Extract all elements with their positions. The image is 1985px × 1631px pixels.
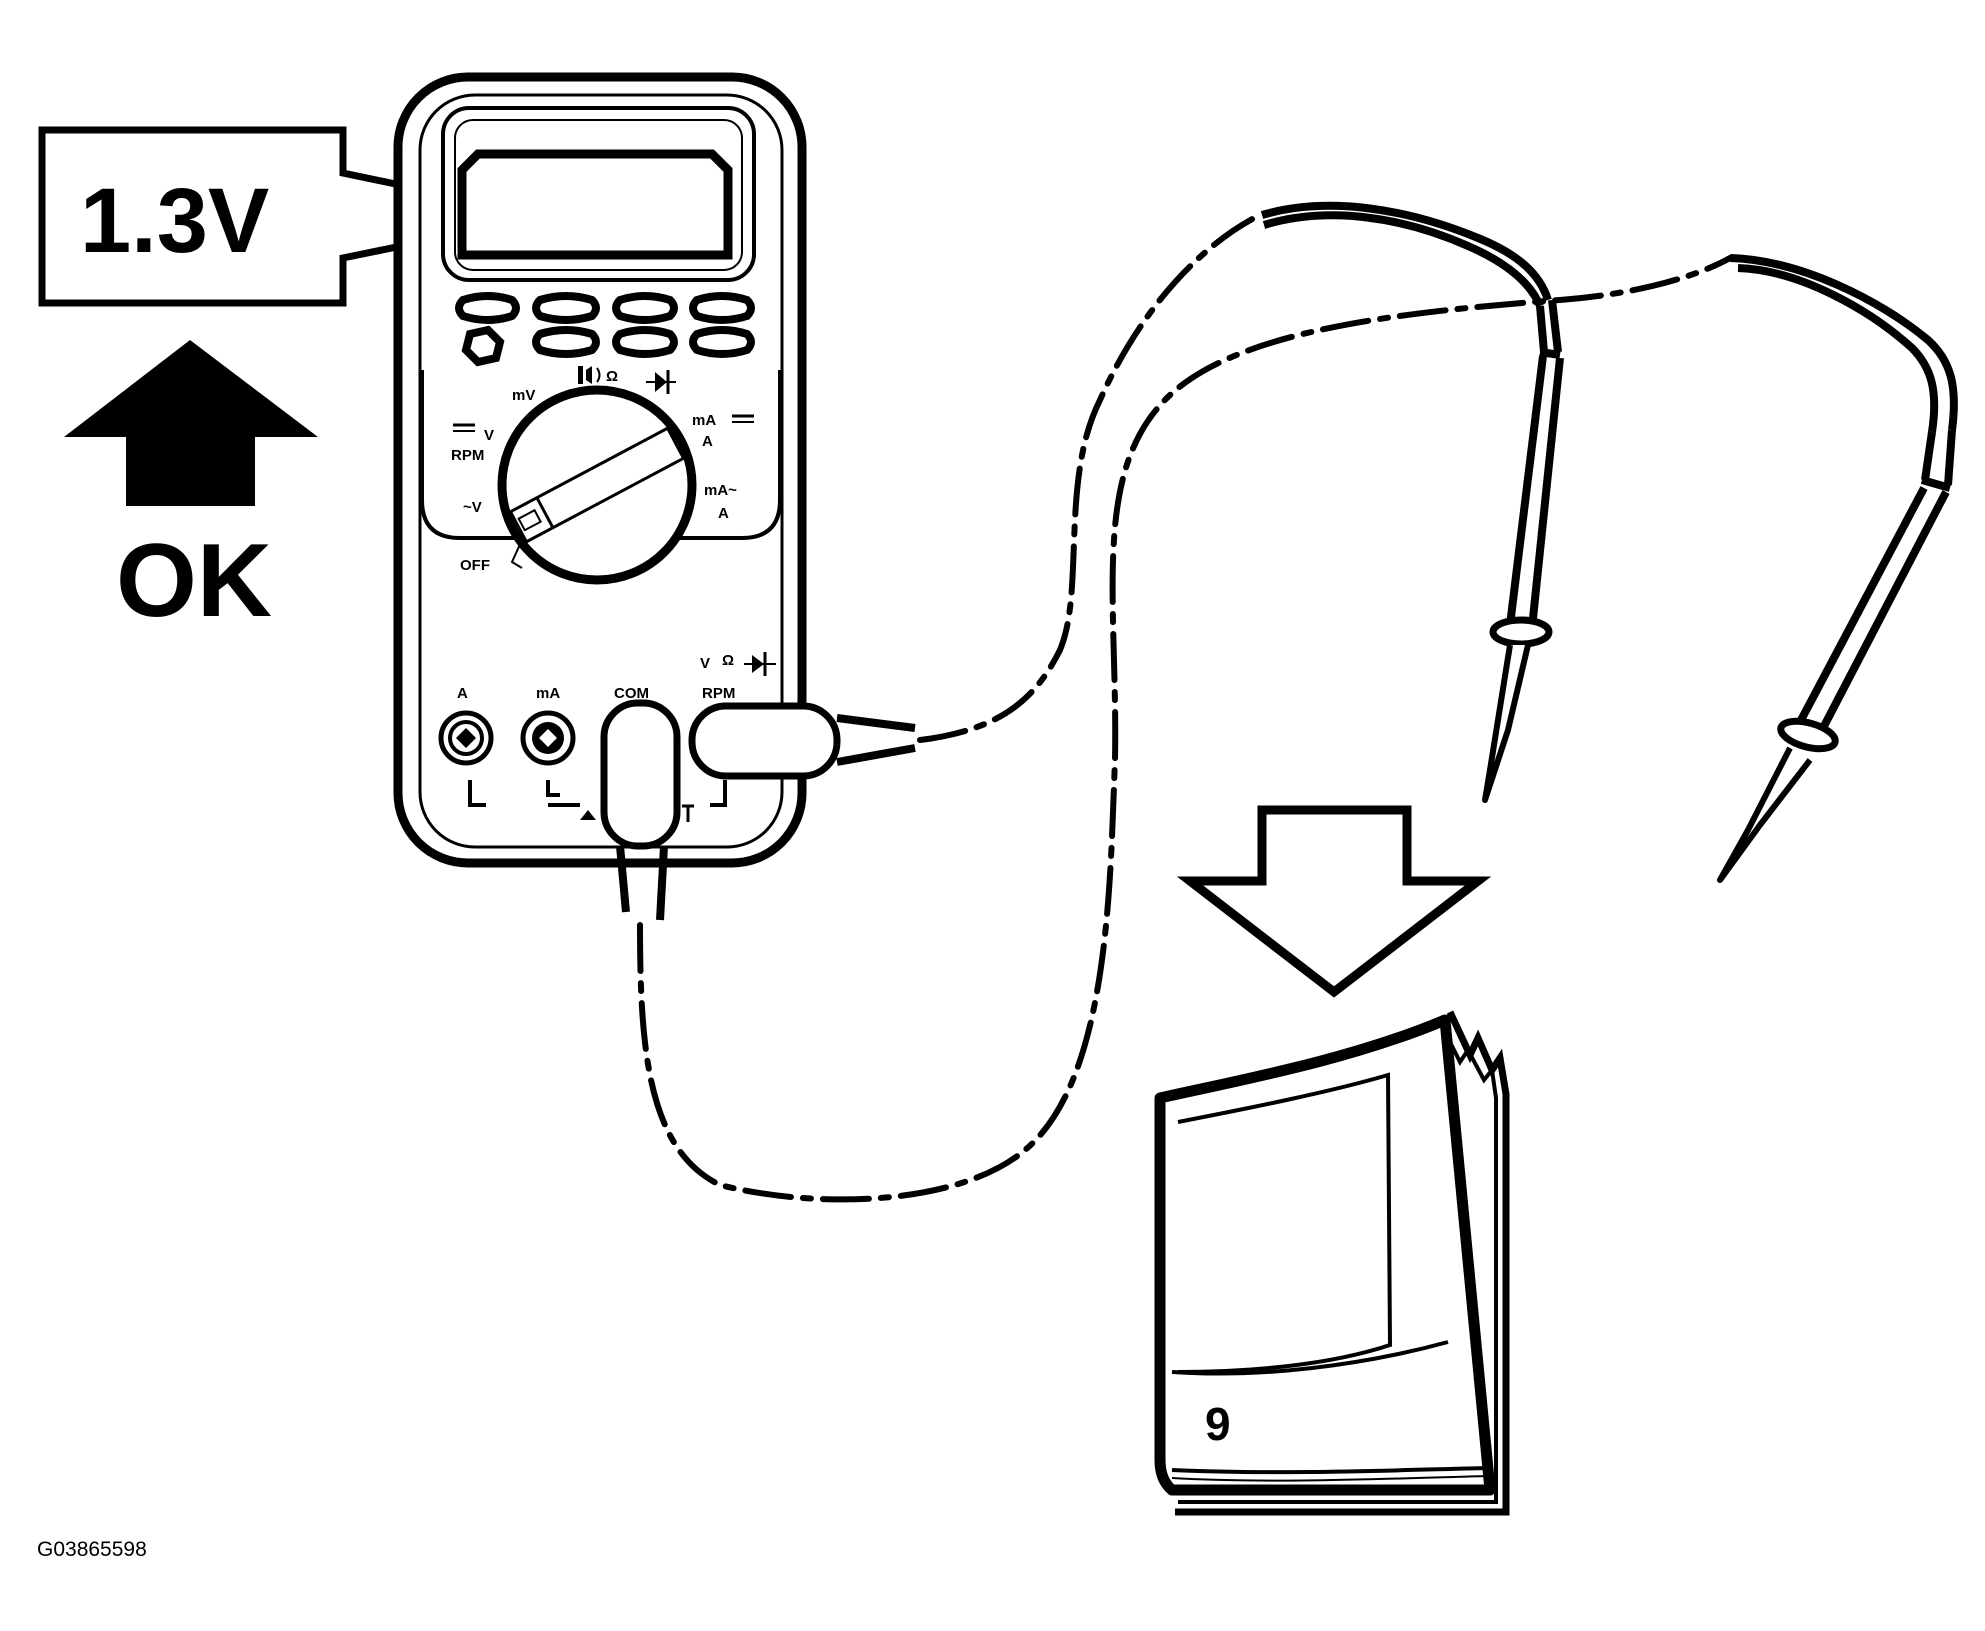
jack-label-rpm: RPM	[702, 685, 735, 702]
jack-ma[interactable]	[520, 710, 576, 766]
test-leads	[637, 212, 1733, 1203]
dial-label-off: OFF	[460, 557, 490, 574]
ok-indicator: OK	[64, 340, 318, 639]
rotary-selector-dial[interactable]	[497, 385, 697, 585]
dial-labels: mV Ω V RPM ~V OFF mA	[451, 366, 754, 574]
black-test-probe	[1717, 254, 1958, 883]
v-probe-plug	[688, 702, 916, 780]
dial-label-mv: mV	[512, 387, 535, 404]
service-manual-book: 9	[1154, 1010, 1510, 1516]
reading-callout: 1.3V	[38, 126, 549, 307]
jack-label-a: A	[457, 685, 468, 702]
diode-icon	[744, 652, 776, 676]
lcd-display	[441, 106, 756, 282]
dc-symbol-icon	[453, 423, 475, 432]
jack-label-omega: Ω	[722, 652, 734, 669]
ok-label: OK	[116, 523, 272, 639]
function-buttons[interactable]	[455, 292, 755, 367]
figure-id: G03865598	[37, 1538, 147, 1561]
diode-icon	[646, 370, 676, 394]
reading-value: 1.3V	[80, 170, 269, 272]
jack-label-v: V	[700, 655, 710, 672]
com-probe-plug	[600, 699, 681, 921]
dc-symbol-icon	[732, 414, 754, 423]
red-test-probe	[1260, 201, 1564, 803]
red-test-lead	[917, 212, 1263, 743]
dial-label-ohm: Ω	[606, 368, 618, 385]
input-jacks	[438, 710, 727, 822]
continuity-icon	[578, 366, 601, 384]
dial-label-rpm: RPM	[451, 447, 484, 464]
manual-page-number: 9	[1205, 1398, 1231, 1450]
dial-label-v: V	[484, 427, 494, 444]
arrow-down-icon	[1176, 805, 1492, 998]
arrow-up-icon	[64, 340, 318, 506]
dial-label-acv: ~V	[463, 499, 482, 516]
dial-label-ma-ac: mA~	[704, 482, 737, 499]
jack-labels: A mA COM V Ω RPM	[457, 652, 776, 702]
dial-label-a-dc: A	[702, 433, 713, 450]
jack-label-ma: mA	[536, 685, 560, 702]
dial-label-ma-dc: mA	[692, 412, 716, 429]
black-test-lead	[637, 255, 1733, 1203]
multimeter: mV Ω V RPM ~V OFF mA	[393, 72, 807, 868]
jack-label-com: COM	[614, 685, 649, 702]
jack-a[interactable]	[438, 710, 494, 766]
dial-label-a-ac: A	[718, 505, 729, 522]
